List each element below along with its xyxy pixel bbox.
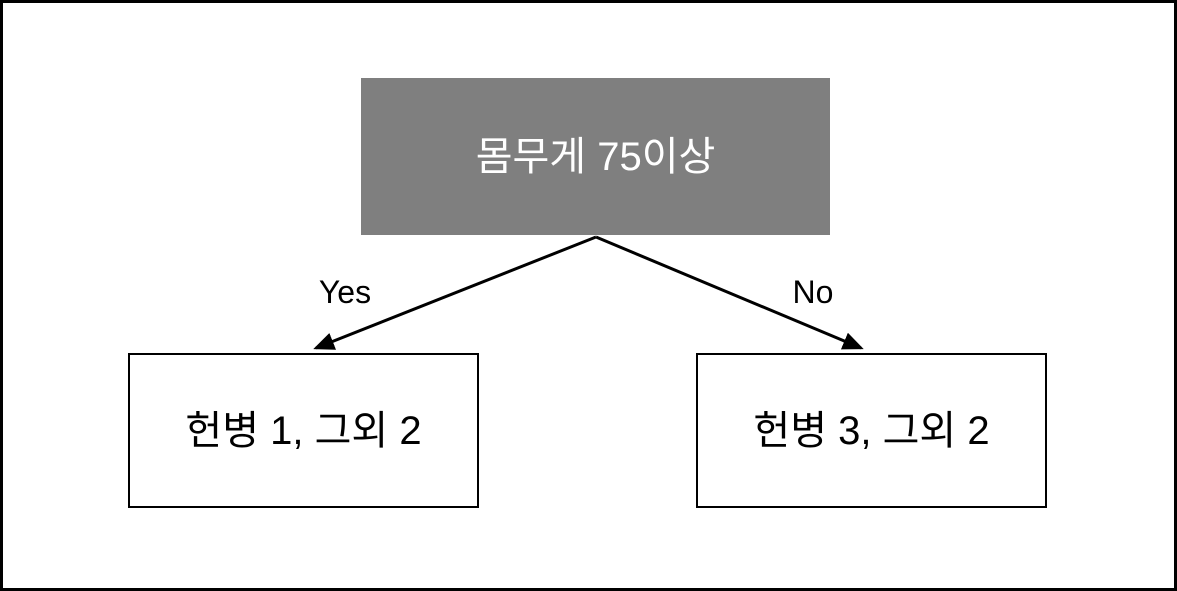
leaf-node-no-label: 헌병 3, 그외 2 — [753, 408, 990, 453]
leaf-node-yes: 헌병 1, 그외 2 — [128, 353, 479, 508]
root-node: 몸무게 75이상 — [361, 78, 830, 235]
leaf-node-yes-label: 헌병 1, 그외 2 — [185, 408, 422, 453]
root-node-label: 몸무게 75이상 — [475, 134, 716, 179]
leaf-node-no: 헌병 3, 그외 2 — [696, 353, 1047, 508]
no-edge-label: No — [792, 274, 834, 310]
yes-edge-label: Yes — [318, 274, 372, 310]
